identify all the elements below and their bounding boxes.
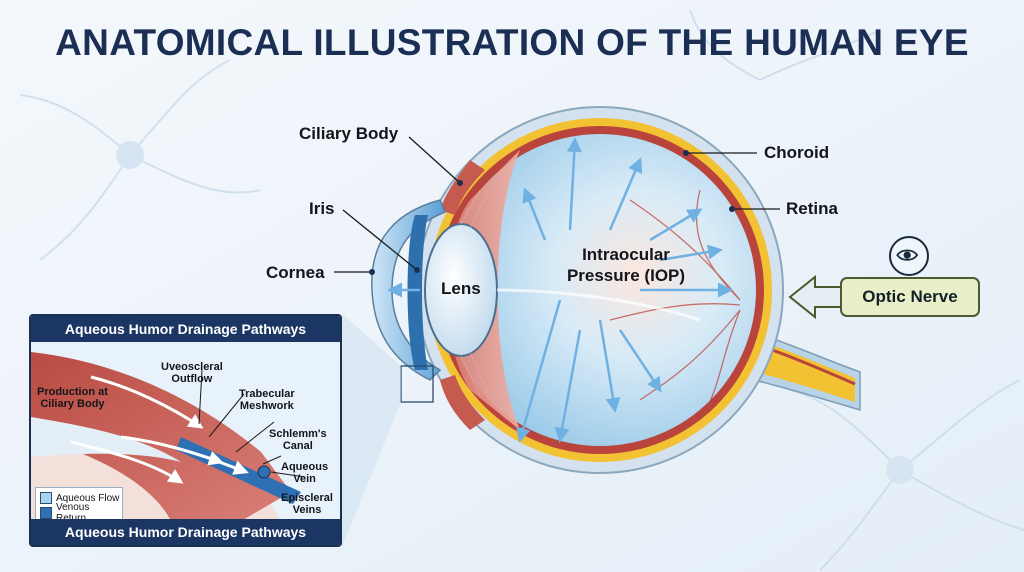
label-retina: Retina	[786, 199, 838, 218]
left-arrow-icon	[788, 274, 843, 320]
legend-swatch-aqueous	[40, 492, 52, 504]
label-ciliary-body: Ciliary Body	[299, 124, 399, 143]
cornea-shape	[371, 199, 446, 381]
inset-footer: Aqueous Humor Drainage Pathways	[31, 519, 340, 545]
inset-header: Aqueous Humor Drainage Pathways	[31, 316, 340, 342]
legend-item-venous: Venous Return	[40, 502, 122, 524]
inset-label-production: Production at Ciliary Body	[37, 386, 108, 410]
inset-label-uveoscleral: Uveoscleral Outflow	[161, 361, 223, 385]
label-lens: Lens	[441, 279, 481, 298]
legend-item-aqueous: Aqueous Flow	[40, 491, 119, 505]
label-cornea: Cornea	[266, 263, 325, 282]
label-choroid: Choroid	[764, 143, 830, 162]
optic-nerve-label: Optic Nerve	[840, 277, 980, 317]
page-title: ANATOMICAL ILLUSTRATION OF THE HUMAN EYE	[55, 22, 969, 63]
inset-label-schlemm: Schlemm's Canal	[269, 428, 327, 452]
label-iop: Intraocular Pressure (IOP)	[560, 244, 692, 286]
inset-label-trabecular: Trabecular Meshwork	[239, 388, 295, 412]
legend-swatch-venous	[40, 507, 52, 519]
drainage-inset: Aqueous Humor Drainage Pathways	[29, 314, 342, 547]
iris-shape	[407, 215, 428, 370]
eye-badge	[889, 236, 929, 276]
inset-legend: Aqueous Flow Venous Return	[35, 487, 123, 524]
inset-label-aqueous-vein: Aqueous Vein	[281, 461, 329, 485]
label-iop-line1: Intraocular	[582, 245, 670, 264]
eye-icon	[896, 249, 919, 261]
label-iris: Iris	[309, 199, 335, 218]
label-iop-line2: Pressure (IOP)	[566, 266, 686, 285]
inset-label-episcleral: Episcleral Veins	[281, 492, 333, 516]
